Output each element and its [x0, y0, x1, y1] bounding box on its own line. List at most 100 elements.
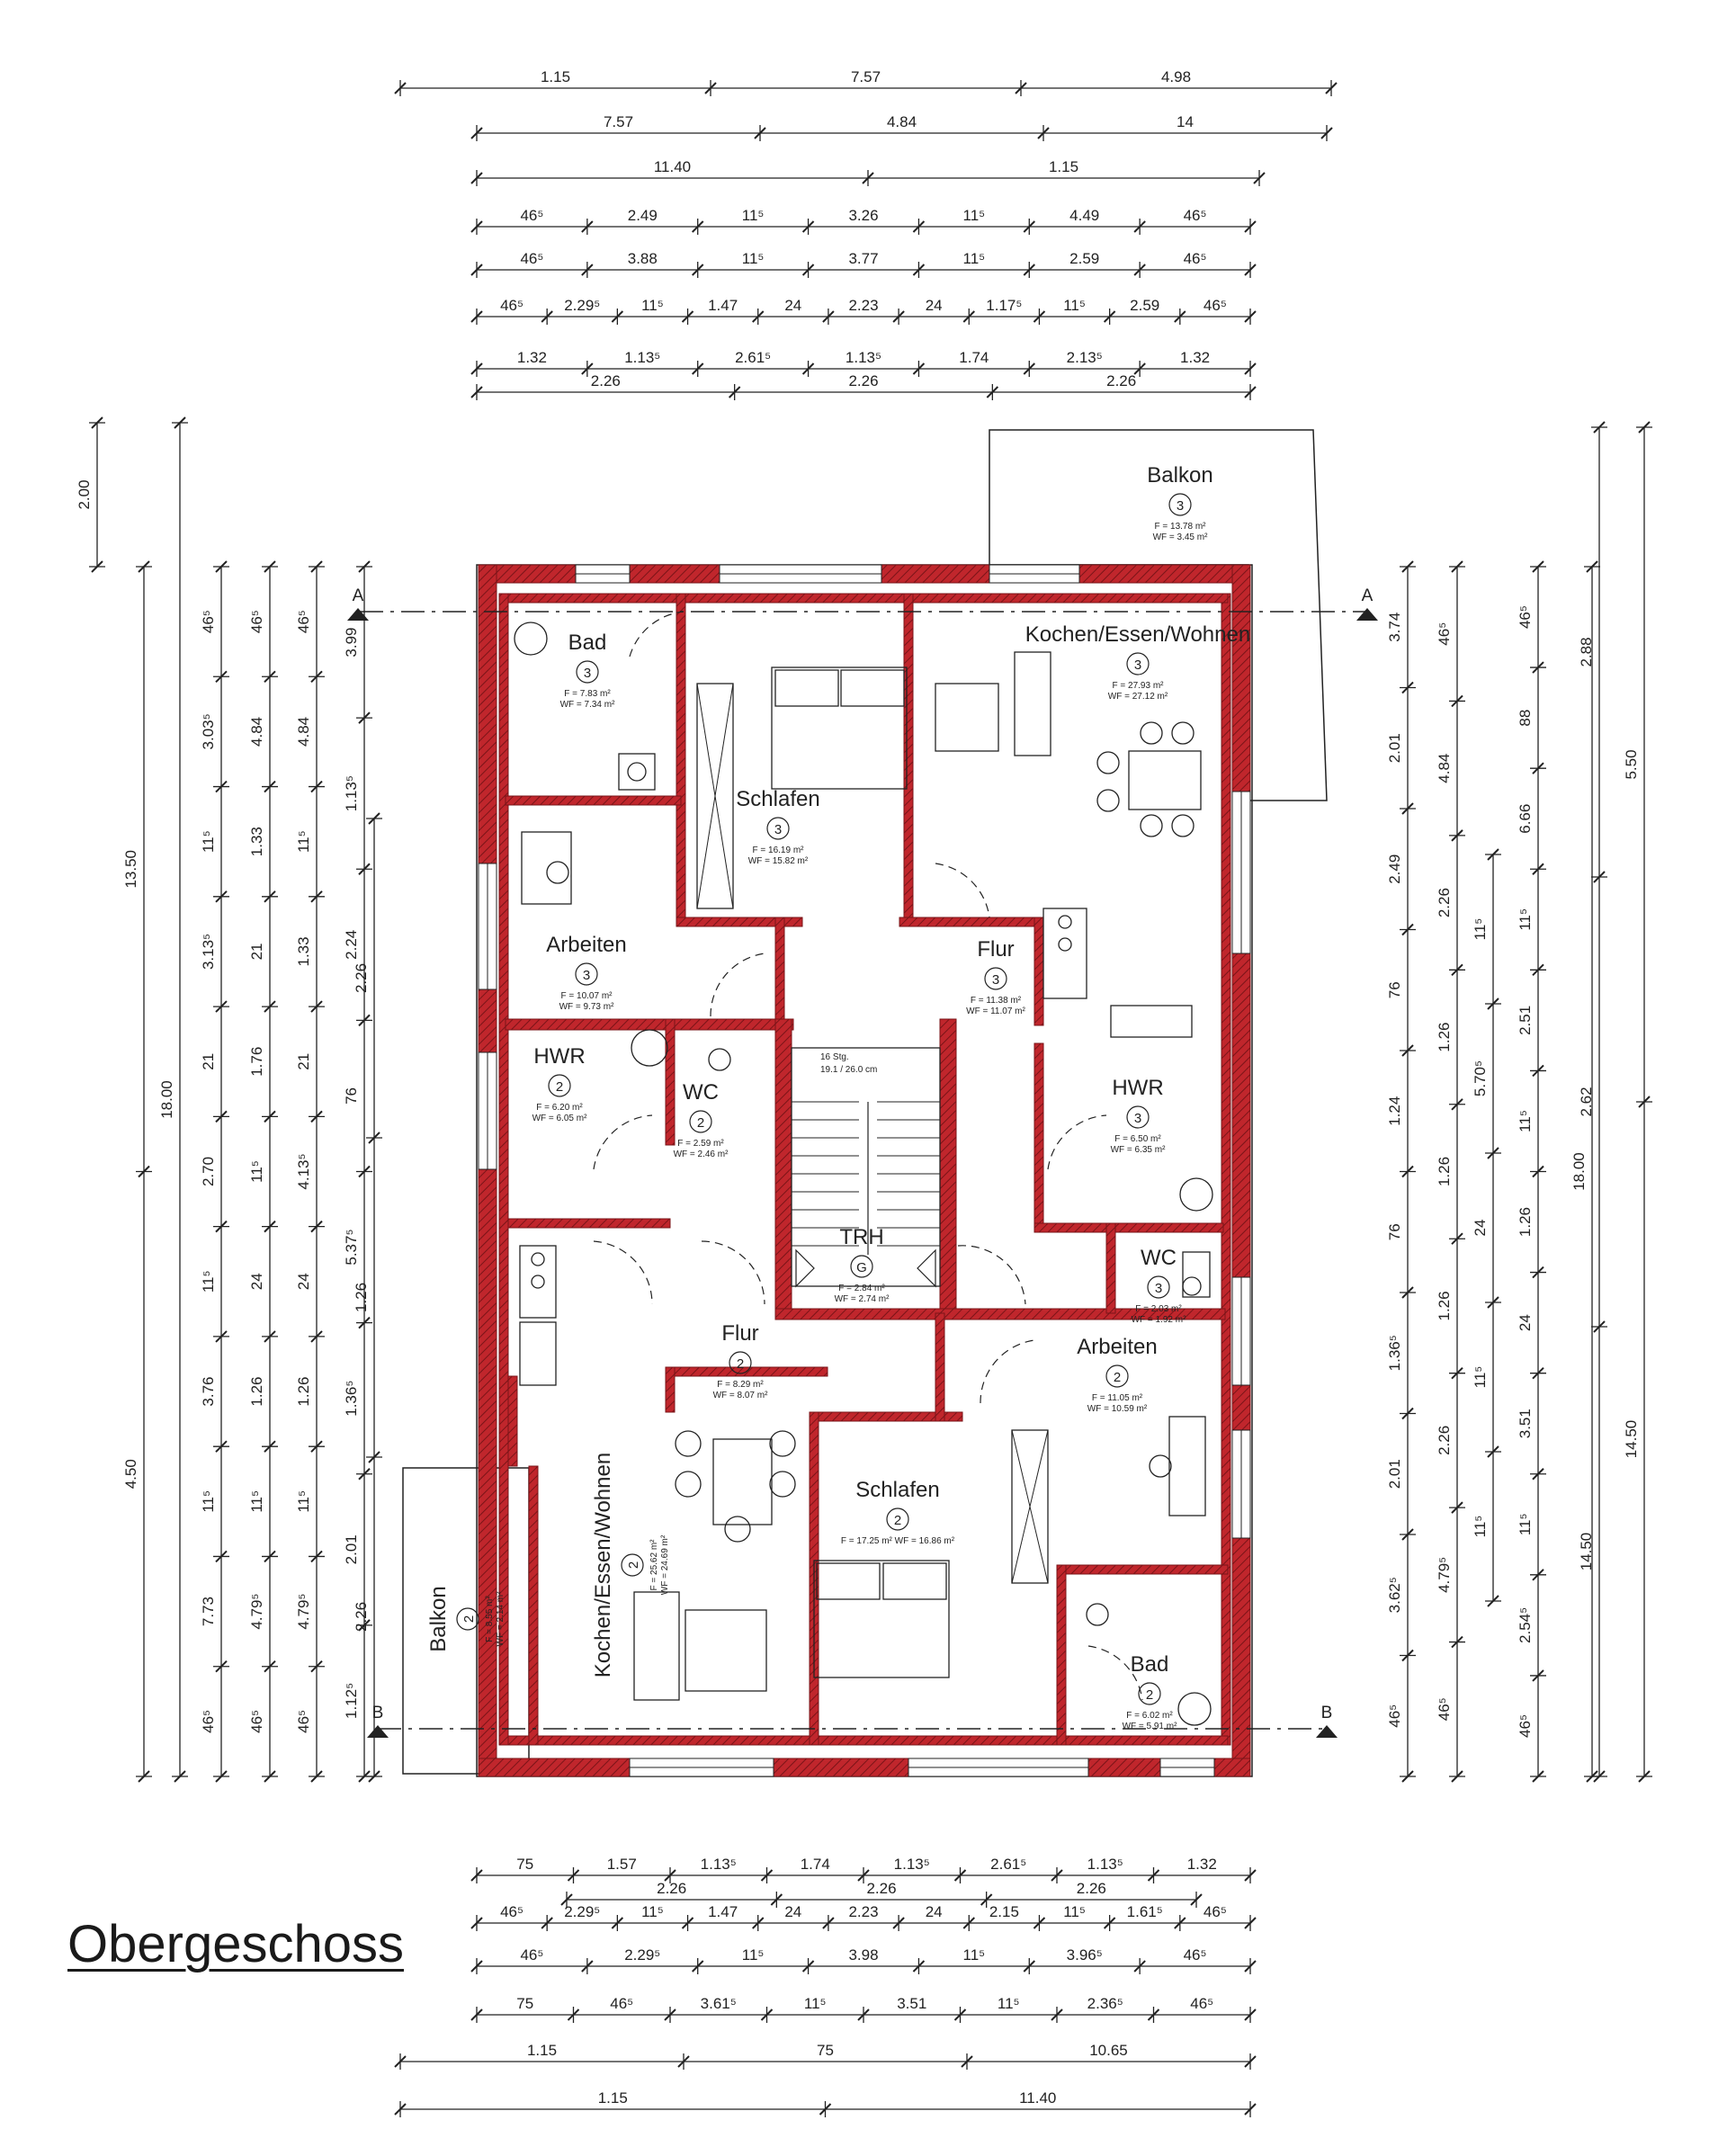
chair	[1140, 814, 1163, 837]
dimension-label: 76	[1386, 1223, 1403, 1240]
dimension-tick	[310, 1550, 323, 1563]
dimension-tick	[567, 1869, 580, 1882]
dimension-tick	[822, 310, 835, 323]
desk-chair-icon	[546, 861, 569, 884]
sofa	[1014, 651, 1051, 756]
dimension-tick	[1174, 310, 1186, 323]
room-area-f: F = 27.93 m²	[1113, 681, 1165, 691]
dimension-label: 21	[248, 943, 265, 960]
door-swing	[980, 1339, 1035, 1404]
toilet-bowl	[1182, 1276, 1202, 1296]
dimension-label: 14.50	[1578, 1533, 1595, 1571]
dimension-label: 24	[1472, 1220, 1489, 1237]
unit-number: 3	[774, 822, 782, 837]
dimension-label: 2.01	[1386, 733, 1403, 763]
dimension-tick	[912, 1960, 926, 1973]
dimension-tick	[1451, 963, 1463, 977]
dimension-label: 46⁵	[1517, 605, 1534, 629]
unit-number: 3	[1155, 1281, 1162, 1296]
room-area-wf: WF = 15.82 m²	[748, 856, 809, 866]
dimension-tick	[857, 2008, 870, 2021]
dimension-label: 11.40	[654, 158, 691, 175]
dimension-tick	[692, 1960, 704, 1973]
dimension-label: 3.51	[897, 1995, 926, 2012]
dimension-label: 2.49	[628, 207, 658, 224]
dimension-tick	[681, 1917, 694, 1929]
dimension-tick	[470, 172, 483, 184]
dimension-label: 1.15	[598, 2089, 628, 2107]
unit-number: 3	[583, 968, 590, 983]
dimension-tick	[581, 220, 594, 233]
wall-segment	[1105, 1222, 1116, 1314]
room-area-f: F = 25.62 m²	[649, 1539, 659, 1591]
dimension-label: 2.01	[343, 1534, 360, 1564]
dimension-tick	[1244, 2055, 1257, 2068]
dimension-tick	[962, 310, 975, 323]
dimension-tick	[215, 670, 228, 683]
dimension-tick	[1487, 1147, 1499, 1159]
dimension-label: 21	[295, 1053, 312, 1070]
door-swing	[1087, 1645, 1143, 1701]
dimension-tick	[541, 310, 553, 323]
dimension-label: 11⁵	[295, 1490, 312, 1513]
dimension-tick	[215, 780, 228, 793]
dimension-tick	[962, 1917, 975, 1929]
dimension-label: 11⁵	[742, 250, 765, 267]
room-name: Flur	[721, 1321, 758, 1346]
dimension-label: 3.76	[200, 1376, 217, 1406]
wall-segment	[935, 1312, 945, 1422]
dimension-tick	[470, 1917, 483, 1929]
dimension-tick	[1593, 421, 1606, 434]
unit-number: 3	[584, 666, 591, 681]
dimension-label: 2.26	[866, 1880, 896, 1897]
dimension-tick	[1244, 1869, 1257, 1882]
dimension-tick	[1147, 1869, 1160, 1882]
unit-circle	[621, 1553, 644, 1577]
room-area-f: F = 11.05 m²	[1092, 1393, 1143, 1403]
dimension-label: 2.36⁵	[1087, 1995, 1123, 2012]
dimension-tick	[358, 1014, 371, 1027]
dimension-label: 1.26	[1436, 1157, 1453, 1186]
dimension-tick	[912, 264, 926, 276]
sofa	[633, 1591, 680, 1701]
wall-segment	[507, 1735, 1229, 1746]
toilet-bowl	[627, 762, 647, 782]
room-area-f: F = 2.84 m²	[838, 1284, 885, 1293]
dimension-tick	[822, 1917, 835, 1929]
dimension-label: 75	[516, 1995, 533, 2012]
dimension-label: 11⁵	[295, 830, 312, 853]
dimension-tick	[1015, 82, 1027, 94]
dimension-tick	[1401, 1407, 1414, 1420]
room-area-f: F = 11.38 m²	[971, 996, 1022, 1006]
kitchen-counter	[1042, 908, 1087, 999]
dimension-tick	[1593, 871, 1606, 883]
section-marker-label: A	[1362, 586, 1374, 605]
wall-segment	[665, 1018, 676, 1146]
dimension-tick	[581, 264, 594, 276]
dimension-label: 14	[1177, 113, 1194, 130]
unit-circle	[548, 1074, 571, 1097]
dimension-label: 2.49	[1386, 854, 1403, 884]
dimension-label: 2.23	[848, 297, 878, 314]
room-name: Kochen/Essen/Wohnen	[591, 1453, 615, 1677]
dimension-tick	[704, 82, 717, 94]
dimension-tick	[986, 386, 999, 398]
dimension-label: 11⁵	[1517, 1110, 1534, 1132]
dimension-label: 46⁵	[1517, 1714, 1534, 1738]
dimension-tick	[692, 362, 704, 375]
dimension-tick	[368, 1770, 380, 1783]
wall-segment	[507, 1218, 671, 1229]
dimension-label: 24	[784, 1903, 801, 1920]
dimension-tick	[1023, 362, 1035, 375]
room-area-wf: WF = 8.07 m²	[713, 1391, 769, 1400]
dimension-tick	[215, 1220, 228, 1233]
dimension-tick	[1023, 1960, 1035, 1973]
dimension-tick	[358, 1165, 371, 1178]
unit-circle	[886, 1507, 909, 1531]
